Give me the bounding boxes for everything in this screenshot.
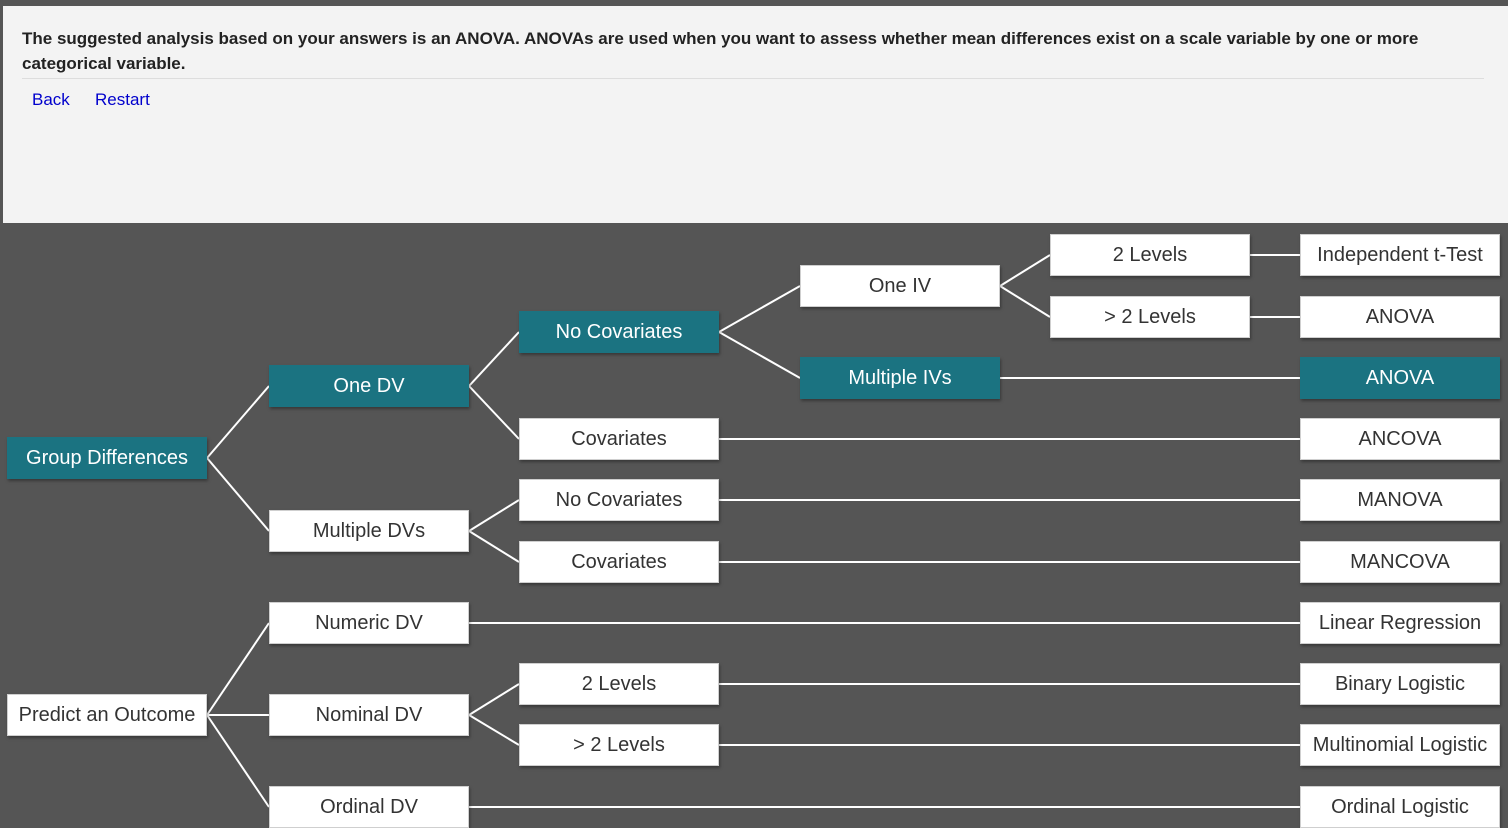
node-numeric-dv[interactable]: Numeric DV [269, 602, 469, 644]
node-gt2-levels[interactable]: > 2 Levels [1050, 296, 1250, 338]
node-one-dv[interactable]: One DV [269, 365, 469, 407]
node-ordinal-dv[interactable]: Ordinal DV [269, 786, 469, 828]
node-2-levels-nominal[interactable]: 2 Levels [519, 663, 719, 705]
node-no-covariates-one-dv[interactable]: No Covariates [519, 311, 719, 353]
result-message: The suggested analysis based on your ans… [22, 26, 1484, 79]
outcome-mancova[interactable]: MANCOVA [1300, 541, 1500, 583]
node-gt2-levels-nominal[interactable]: > 2 Levels [519, 724, 719, 766]
outcome-anova-multiple-ivs[interactable]: ANOVA [1300, 357, 1500, 399]
outcome-linear-regression[interactable]: Linear Regression [1300, 602, 1500, 644]
outcome-binary-logistic[interactable]: Binary Logistic [1300, 663, 1500, 705]
outcome-ordinal-logistic[interactable]: Ordinal Logistic [1300, 786, 1500, 828]
node-2-levels[interactable]: 2 Levels [1050, 234, 1250, 276]
outcome-manova[interactable]: MANOVA [1300, 479, 1500, 521]
outcome-anova-one-iv[interactable]: ANOVA [1300, 296, 1500, 338]
node-multiple-ivs[interactable]: Multiple IVs [800, 357, 1000, 399]
tree-connectors [206, 254, 1300, 808]
node-covariates-multiple-dvs[interactable]: Covariates [519, 541, 719, 583]
outcome-ancova[interactable]: ANCOVA [1300, 418, 1500, 460]
restart-link[interactable]: Restart [95, 90, 150, 109]
node-one-iv[interactable]: One IV [800, 265, 1000, 307]
node-multiple-dvs[interactable]: Multiple DVs [269, 510, 469, 552]
outcome-multinomial-logistic[interactable]: Multinomial Logistic [1300, 724, 1500, 766]
node-predict-outcome[interactable]: Predict an Outcome [7, 694, 207, 736]
node-no-covariates-multiple-dvs[interactable]: No Covariates [519, 479, 719, 521]
node-covariates-one-dv[interactable]: Covariates [519, 418, 719, 460]
outcome-independent-t-test[interactable]: Independent t-Test [1300, 234, 1500, 276]
back-link[interactable]: Back [32, 90, 70, 109]
node-group-differences[interactable]: Group Differences [7, 437, 207, 479]
result-panel: The suggested analysis based on your ans… [3, 6, 1508, 223]
node-nominal-dv[interactable]: Nominal DV [269, 694, 469, 736]
